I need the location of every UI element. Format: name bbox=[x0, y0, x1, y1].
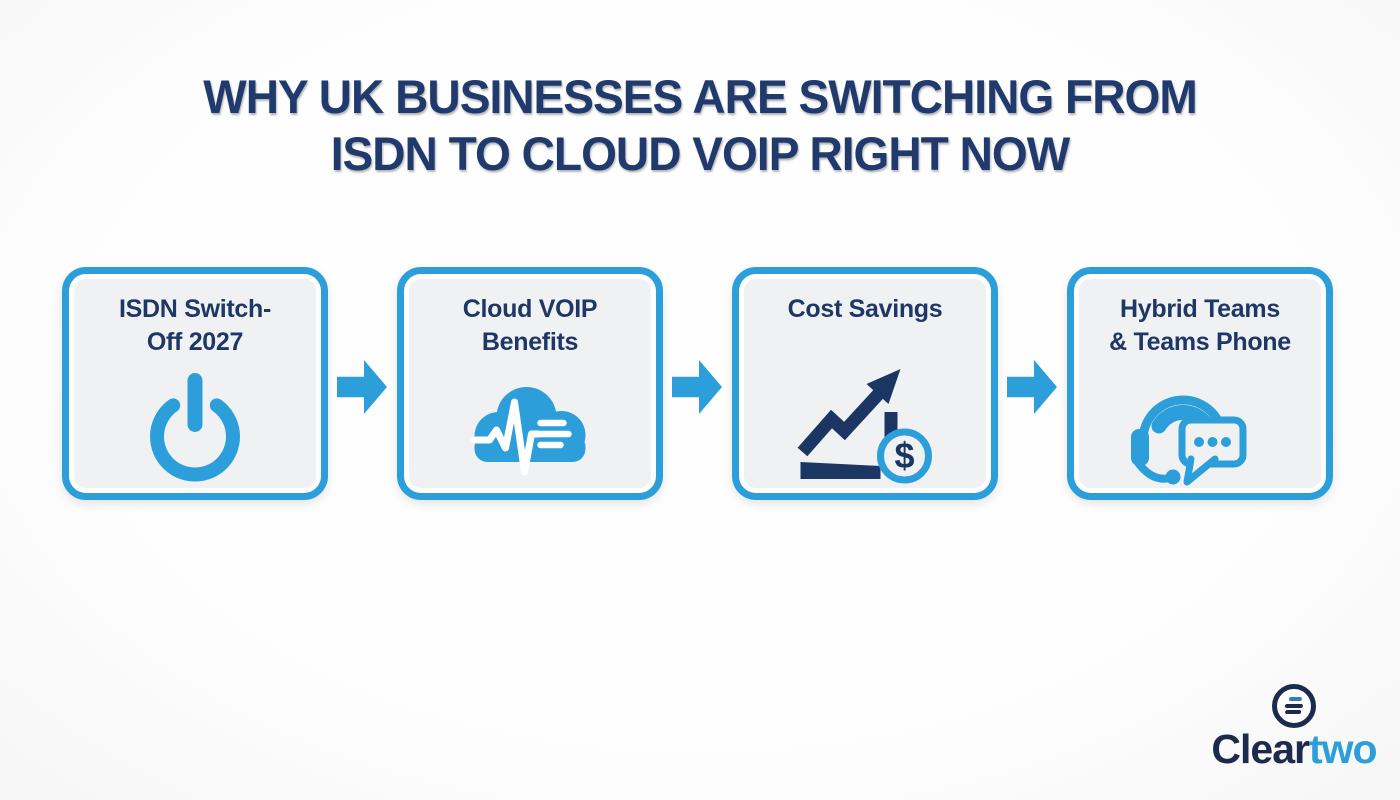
step-title: ISDN Switch- Off 2027 bbox=[69, 274, 321, 359]
step-title: Cost Savings bbox=[739, 274, 991, 326]
page-title: WHY UK BUSINESSES ARE SWITCHING FROM ISD… bbox=[14, 68, 1386, 182]
arrow-right-icon bbox=[1007, 360, 1057, 414]
step-box-cost-savings: Cost Savings $ bbox=[732, 267, 998, 500]
step-title: Cloud VOIP Benefits bbox=[404, 274, 656, 359]
step-box-hybrid-teams: Hybrid Teams & Teams Phone bbox=[1067, 267, 1333, 500]
step-title-line1: Cloud VOIP bbox=[462, 295, 598, 323]
svg-text:$: $ bbox=[894, 435, 914, 476]
step-title-line2: Off 2027 bbox=[146, 328, 244, 356]
step-title: Hybrid Teams & Teams Phone bbox=[1074, 274, 1326, 359]
logo-text-secondary: two bbox=[1308, 726, 1378, 772]
cloud-pulse-icon bbox=[471, 387, 586, 476]
cleartwo-logo: Cleartwo bbox=[1180, 684, 1400, 776]
cleartwo-logo-text: Cleartwo bbox=[1180, 726, 1400, 772]
step-box-cloud-voip-benefits: Cloud VOIP Benefits bbox=[397, 267, 663, 500]
headset-chat-icon bbox=[1131, 395, 1247, 486]
cleartwo-logo-icon bbox=[1272, 684, 1316, 728]
step-title-line2: & Teams Phone bbox=[1109, 328, 1291, 356]
logo-bars-glyph bbox=[1284, 696, 1305, 715]
step-title-line1: Cost Savings bbox=[787, 295, 943, 323]
step-title-line1: Hybrid Teams bbox=[1120, 295, 1280, 323]
power-icon bbox=[150, 373, 240, 482]
logo-text-primary: Clear bbox=[1211, 726, 1310, 772]
step-title-line2: Benefits bbox=[481, 328, 579, 356]
arrow-right-icon bbox=[337, 360, 387, 414]
step-box-isdn-switch-off: ISDN Switch- Off 2027 bbox=[62, 267, 328, 500]
page-title-line2: ISDN TO CLOUD VOIP RIGHT NOW bbox=[330, 127, 1071, 180]
step-title-line1: ISDN Switch- bbox=[119, 295, 271, 323]
page-title-line1: WHY UK BUSINESSES ARE SWITCHING FROM bbox=[203, 70, 1197, 123]
growth-chart-dollar-icon: $ bbox=[797, 369, 932, 484]
arrow-right-icon bbox=[672, 360, 722, 414]
